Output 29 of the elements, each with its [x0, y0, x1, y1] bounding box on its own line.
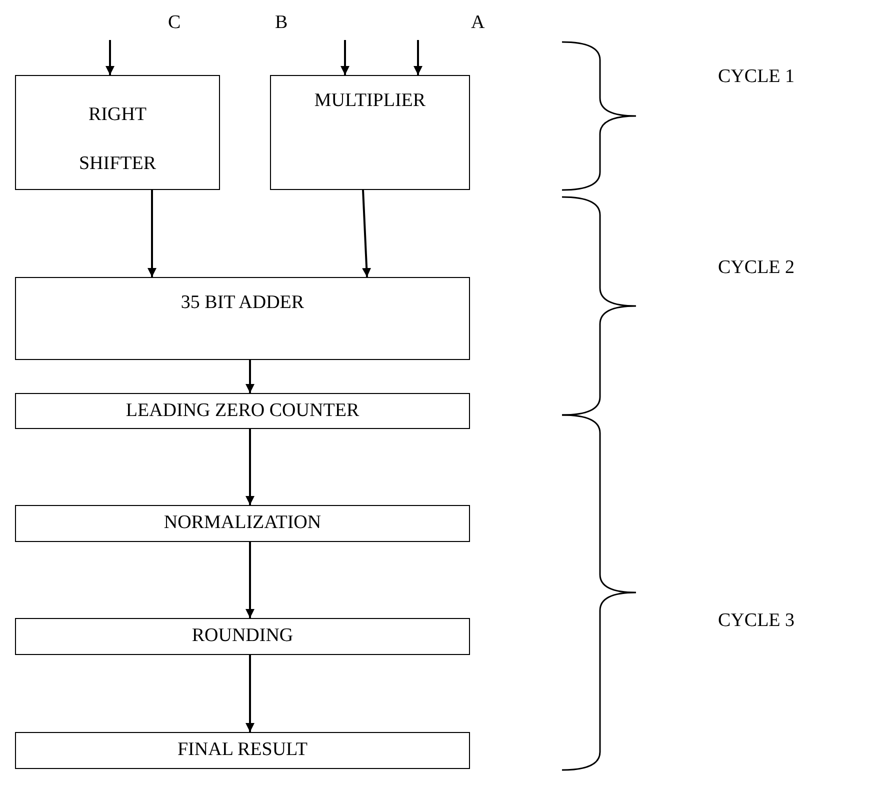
arrow	[414, 40, 422, 75]
arrow	[340, 40, 350, 75]
arrow	[246, 429, 254, 505]
box-label: 35 BIT ADDER	[180, 292, 304, 315]
arrow	[106, 40, 114, 75]
arrow	[246, 360, 254, 393]
input-label: A	[471, 12, 485, 34]
arrow	[246, 655, 254, 732]
process-box	[15, 505, 470, 542]
process-box	[15, 277, 470, 360]
process-box	[15, 618, 470, 655]
box-label: ROUNDING	[192, 625, 294, 648]
arrow	[148, 190, 156, 277]
process-box	[15, 75, 220, 190]
process-box	[15, 393, 470, 429]
arrow	[246, 542, 254, 618]
process-box	[15, 732, 470, 769]
box-label: RIGHT SHIFTER	[78, 103, 158, 176]
box-label: MULTIPLIER	[314, 90, 426, 113]
cycle-label: CYCLE 3	[718, 610, 795, 632]
input-label: B	[275, 12, 288, 34]
box-label: NORMALIZATION	[164, 512, 322, 535]
process-box	[270, 75, 470, 190]
input-label: C	[168, 12, 181, 34]
arrow	[362, 190, 372, 278]
cycle-label: CYCLE 2	[718, 257, 795, 279]
box-label: FINAL RESULT	[177, 739, 308, 762]
box-label: LEADING ZERO COUNTER	[126, 400, 360, 422]
cycle-label: CYCLE 1	[718, 66, 795, 88]
